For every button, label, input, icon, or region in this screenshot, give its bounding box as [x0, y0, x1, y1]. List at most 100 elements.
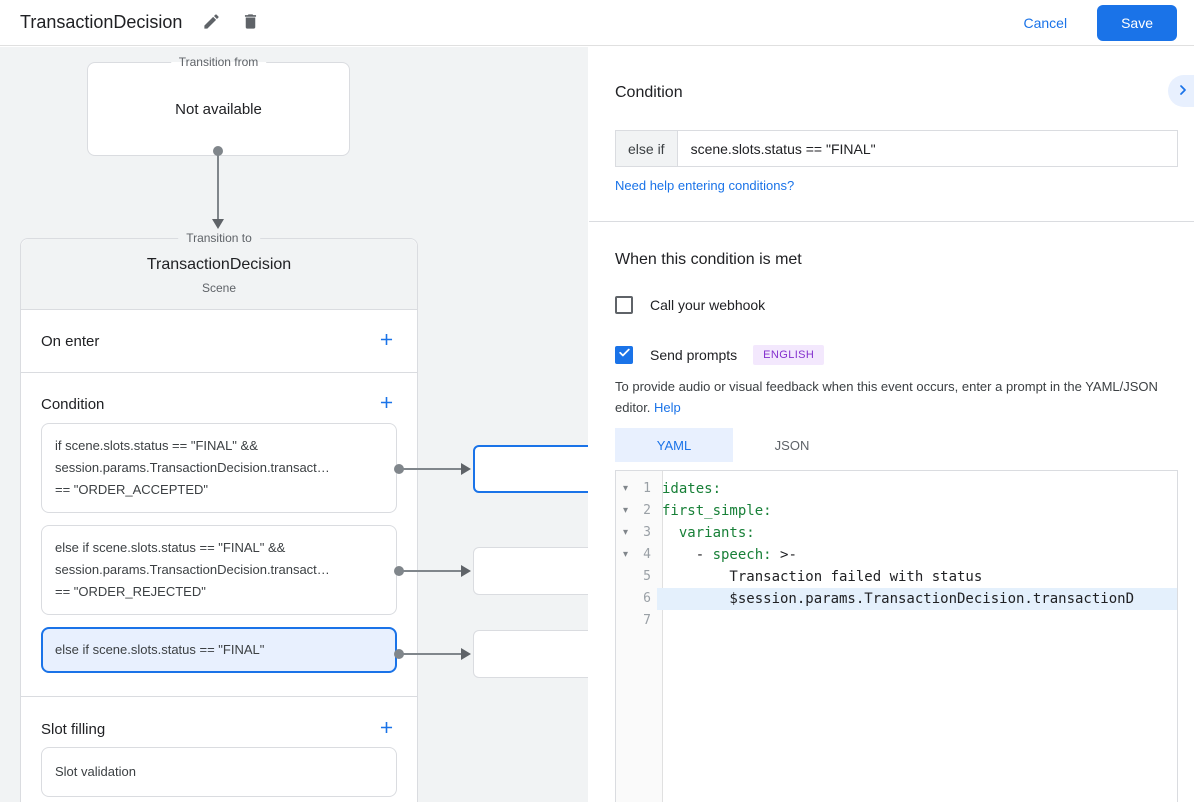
- editor-gutter: [616, 471, 663, 802]
- condition-input-group: else if: [615, 130, 1178, 167]
- help-link[interactable]: Help: [654, 400, 681, 415]
- condition-section: Condition if scene.slots.status == "FINA…: [21, 373, 417, 697]
- condition-detail-panel: Condition else if Need help entering con…: [589, 47, 1194, 802]
- line-code: $session.params.TransactionDecision.tran…: [657, 588, 1177, 610]
- divider: [589, 221, 1194, 222]
- line-code: idates:: [662, 481, 722, 497]
- transition-from-legend: Transition from: [170, 55, 267, 69]
- on-enter-section: On enter: [21, 310, 417, 373]
- add-slot-button[interactable]: [377, 718, 396, 740]
- transition-target-box-selected[interactable]: [473, 445, 588, 493]
- condition-text: == "ORDER_REJECTED": [55, 584, 206, 599]
- line-code: Transaction failed with status: [662, 569, 983, 585]
- fold-arrow-icon[interactable]: ▾: [622, 483, 629, 494]
- prompt-hint: To provide audio or visual feedback when…: [615, 376, 1181, 418]
- condition-help-link[interactable]: Need help entering conditions?: [615, 178, 795, 193]
- arrow-right-icon: [461, 648, 471, 660]
- webhook-checkbox[interactable]: [615, 296, 633, 314]
- line-number: 1: [643, 481, 651, 496]
- fold-arrow-icon[interactable]: ▾: [622, 527, 629, 538]
- condition-input[interactable]: [677, 130, 1178, 167]
- collapse-panel-button[interactable]: [1168, 75, 1194, 107]
- line-code: - speech: >-: [662, 547, 797, 563]
- slot-validation-card[interactable]: Slot validation: [41, 747, 397, 797]
- topbar: TransactionDecision Cancel Save: [0, 0, 1194, 46]
- fold-arrow-icon[interactable]: ▾: [622, 549, 629, 560]
- tab-yaml[interactable]: YAML: [615, 428, 733, 462]
- condition-text: if scene.slots.status == "FINAL" &&: [55, 438, 258, 453]
- language-badge: ENGLISH: [753, 345, 825, 365]
- connector-line: [217, 155, 219, 220]
- transition-to-box: Transition to TransactionDecision Scene …: [20, 231, 418, 802]
- line-number: 5: [643, 569, 651, 584]
- cancel-button[interactable]: Cancel: [1005, 7, 1085, 39]
- rename-scene-button[interactable]: [202, 12, 221, 34]
- connector-line: [403, 468, 462, 470]
- connector-dot: [213, 146, 223, 156]
- code-line[interactable]: 7: [616, 610, 1177, 632]
- webhook-label: Call your webhook: [650, 297, 766, 313]
- condition-text: == "ORDER_ACCEPTED": [55, 482, 208, 497]
- code-line[interactable]: ▾ 4 - speech: >-: [616, 544, 1177, 566]
- editor-tabs: YAML JSON: [615, 428, 851, 462]
- condition-card-final-selected[interactable]: else if scene.slots.status == "FINAL": [41, 627, 397, 673]
- condition-card-accepted[interactable]: if scene.slots.status == "FINAL" && sess…: [41, 423, 397, 513]
- line-number: 4: [643, 547, 651, 562]
- add-condition-button[interactable]: [377, 393, 396, 415]
- fold-spacer: [616, 610, 635, 632]
- prompt-hint-text: To provide audio or visual feedback when…: [615, 379, 1158, 415]
- transition-to-legend: Transition to: [178, 231, 260, 245]
- code-line[interactable]: ▾ 3 variants:: [616, 522, 1177, 544]
- line-code: variants:: [662, 525, 755, 541]
- transition-target-box[interactable]: [473, 547, 588, 595]
- send-prompts-checkbox[interactable]: [615, 346, 633, 364]
- fold-spacer: [616, 588, 635, 610]
- checkmark-icon: [618, 346, 631, 364]
- line-number: 3: [643, 525, 651, 540]
- page-title: TransactionDecision: [20, 12, 183, 32]
- scene-type: Scene: [201, 281, 237, 295]
- condition-text: session.params.TransactionDecision.trans…: [55, 562, 330, 577]
- code-line[interactable]: 5 Transaction failed with status: [616, 566, 1177, 588]
- condition-prefix-label: else if: [615, 130, 678, 167]
- send-prompts-row: Send prompts ENGLISH: [615, 345, 825, 365]
- trash-icon: [241, 12, 260, 34]
- slot-filling-section: Slot filling Slot validation: [21, 697, 417, 802]
- arrow-right-icon: [461, 463, 471, 475]
- condition-label: Condition: [41, 395, 105, 413]
- send-prompts-label: Send prompts: [650, 347, 738, 363]
- code-line[interactable]: ▾ 1 idates:: [616, 478, 1177, 500]
- condition-card-rejected[interactable]: else if scene.slots.status == "FINAL" &&…: [41, 525, 397, 615]
- slot-filling-label: Slot filling: [41, 720, 106, 738]
- condition-text: else if scene.slots.status == "FINAL" &&: [55, 540, 286, 555]
- connector-dot: [394, 464, 404, 474]
- panel-title: Condition: [615, 84, 683, 101]
- fold-arrow-icon[interactable]: ▾: [622, 505, 629, 516]
- transition-target-box[interactable]: [473, 630, 588, 678]
- delete-scene-button[interactable]: [241, 12, 260, 34]
- line-code: first_simple:: [662, 503, 772, 519]
- condition-text: else if scene.slots.status == "FINAL": [55, 642, 265, 657]
- connector-dot: [394, 649, 404, 659]
- add-on-enter-button[interactable]: [377, 330, 396, 352]
- when-met-title: When this condition is met: [615, 251, 802, 268]
- save-button[interactable]: Save: [1097, 4, 1177, 41]
- fold-spacer: [616, 566, 635, 588]
- pencil-icon: [202, 12, 221, 34]
- chevron-right-icon: [1175, 82, 1191, 101]
- plus-icon: [377, 330, 396, 352]
- scene-name: TransactionDecision: [146, 256, 292, 273]
- scene-header: TransactionDecision Scene: [21, 239, 417, 310]
- tab-json[interactable]: JSON: [774, 437, 810, 453]
- scene-diagram: Transition from Not available Transition…: [0, 47, 588, 802]
- connector-dot: [394, 566, 404, 576]
- code-line[interactable]: 6 $session.params.TransactionDecision.tr…: [616, 588, 1177, 610]
- plus-icon: [377, 718, 396, 740]
- transition-from-value: Not available: [175, 100, 262, 118]
- transition-from-box: Transition from Not available: [87, 55, 350, 156]
- arrow-right-icon: [461, 565, 471, 577]
